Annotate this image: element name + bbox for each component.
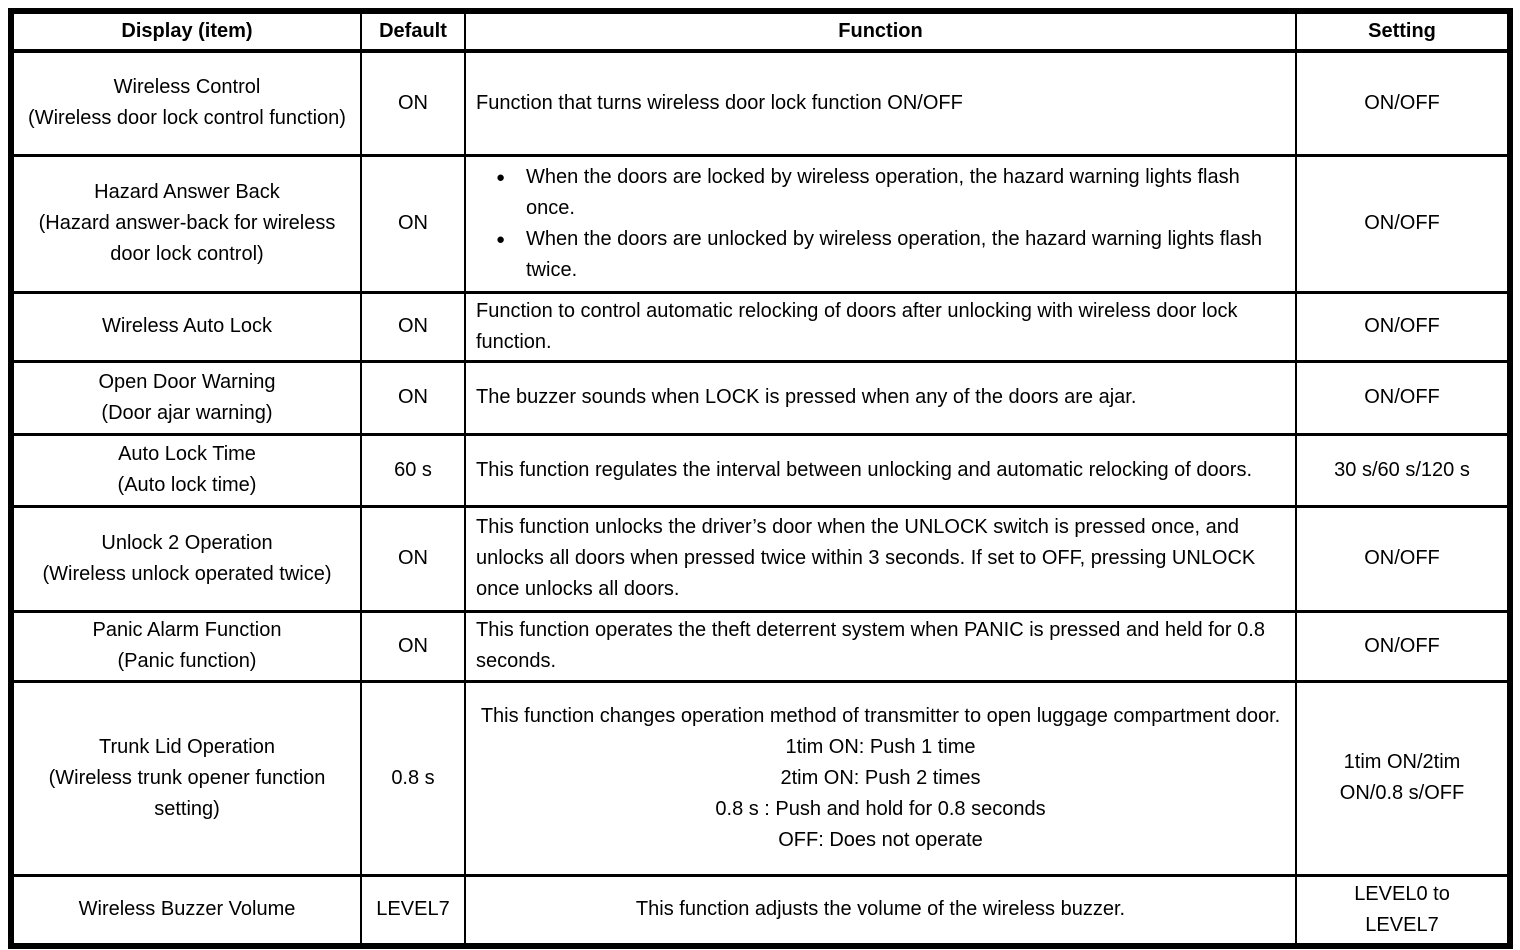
function-line: 0.8 s : Push and hold for 0.8 seconds [715, 797, 1046, 820]
setting-line: ON/OFF [1364, 547, 1440, 569]
setting-line: LEVEL0 to [1354, 882, 1450, 905]
display-item-line: Trunk Lid Operation [98, 735, 275, 758]
display-item-cell: Unlock 2 Operation (Wireless unlock opera… [10, 504, 362, 613]
setting-cell: ON/OFF [1295, 504, 1511, 613]
setting-line: LEVEL7 [1365, 913, 1439, 936]
function-line: 2tim ON: Push 2 times [780, 766, 981, 789]
display-item-line: Auto Lock Time [118, 443, 256, 465]
setting-line: ON/OFF [1364, 212, 1440, 234]
default-value-cell: ON [360, 290, 466, 363]
table-row: Wireless Control (Wireless door lock cont… [10, 49, 1511, 157]
setting-line: 1tim ON/2tim [1343, 751, 1461, 773]
function-cell: Function to control automatic relocking … [464, 290, 1297, 363]
setting-cell: ON/OFF [1295, 153, 1511, 294]
function-text: The buzzer sounds when LOCK is pressed w… [476, 386, 1137, 408]
header-function: Function [464, 9, 1297, 53]
display-item-cell: Wireless Buzzer Volume [10, 873, 362, 947]
function-cell: Function that turns wireless door lock f… [464, 49, 1297, 157]
wireless-settings-table: Display (item) Default Function Setting … [8, 8, 1513, 949]
setting-cell: ON/OFF [1295, 290, 1511, 363]
default-value-cell: LEVEL7 [360, 873, 466, 947]
setting-line: ON/OFF [1364, 91, 1440, 114]
function-line: This function changes operation method o… [480, 704, 1281, 727]
display-item-line: Wireless Buzzer Volume [78, 898, 296, 920]
function-text: Function that turns wireless door lock f… [476, 91, 963, 114]
setting-cell: 30 s/60 s/120 s [1295, 432, 1511, 508]
bullet-icon: ● [496, 230, 506, 248]
setting-cell: ON/OFF [1295, 609, 1511, 683]
display-item-line: Open Door Warning [98, 370, 276, 393]
display-item-line: (Wireless trunk opener function setting) [48, 766, 326, 820]
display-item-line: Hazard Answer Back [94, 181, 280, 203]
display-item-cell: Open Door Warning (Door ajar warning) [10, 359, 362, 436]
default-value-cell: 0.8 s [360, 679, 466, 877]
setting-line: ON/OFF [1364, 634, 1440, 657]
function-text: This function unlocks the driver’s door … [476, 516, 1256, 600]
function-cell: This function regulates the interval bet… [464, 432, 1297, 508]
default-value-cell: ON [360, 504, 466, 613]
function-cell: This function unlocks the driver’s door … [464, 504, 1297, 613]
function-text: This function operates the theft deterre… [476, 619, 1265, 672]
header-display-item: Display (item) [10, 9, 362, 53]
bullet-icon: ● [496, 168, 506, 186]
default-value-cell: 60 s [360, 432, 466, 508]
setting-line: 30 s/60 s/120 s [1334, 458, 1470, 481]
table-row: Unlock 2 Operation (Wireless unlock opera… [10, 504, 1511, 613]
default-value-cell: ON [360, 609, 466, 683]
function-cell: This function adjusts the volume of the … [464, 873, 1297, 947]
function-cell: The buzzer sounds when LOCK is pressed w… [464, 359, 1297, 436]
display-item-cell: Panic Alarm Function (Panic function) [10, 609, 362, 683]
bullet-list: ● When the doors are locked by wireless o… [476, 162, 1285, 286]
display-item-line: (Panic function) [117, 650, 257, 672]
bullet-text: When the doors are locked by wireless op… [526, 165, 1240, 219]
display-item-cell: Wireless Control (Wireless door lock cont… [10, 49, 362, 157]
header-row: Display (item) Default Function Setting [10, 9, 1511, 53]
setting-line: ON/0.8 s/OFF [1339, 782, 1465, 804]
display-item-line: (Door ajar warning) [101, 401, 273, 424]
display-item-cell: Hazard Answer Back (Hazard answer-back fo… [10, 153, 362, 294]
display-item-line: Wireless Control [113, 76, 261, 99]
setting-line: ON/OFF [1364, 386, 1440, 408]
setting-cell: LEVEL0 to LEVEL7 [1295, 873, 1511, 947]
display-item-line: Unlock 2 Operation [101, 531, 273, 554]
bullet-text: When the doors are unlocked by wireless … [526, 227, 1262, 281]
default-value-cell: ON [360, 49, 466, 157]
default-value-cell: ON [360, 359, 466, 436]
function-text: This function regulates the interval bet… [476, 458, 1253, 481]
function-line: 1tim ON: Push 1 time [785, 735, 976, 758]
display-item-cell: Wireless Auto Lock [10, 290, 362, 363]
header-default: Default [360, 9, 466, 53]
display-item-line: (Hazard answer-back for wireless door lo… [38, 212, 336, 265]
setting-line: ON/OFF [1364, 315, 1440, 337]
display-item-line: Panic Alarm Function [92, 619, 282, 641]
function-cell: This function changes operation method o… [464, 679, 1297, 877]
bullet-item: ● When the doors are unlocked by wireless… [496, 224, 1285, 286]
table-row: Open Door Warning (Door ajar warning) ON Th… [10, 359, 1511, 436]
function-text: This function adjusts the volume of the … [635, 898, 1126, 920]
table-row: Auto Lock Time (Auto lock time) 60 s This f… [10, 432, 1511, 508]
display-item-line: (Wireless door lock control function) [28, 107, 346, 130]
display-item-line: (Wireless unlock operated twice) [42, 562, 332, 585]
table-body: Wireless Control (Wireless door lock cont… [10, 49, 1511, 947]
function-cell: ● When the doors are locked by wireless o… [464, 153, 1297, 294]
header-setting: Setting [1295, 9, 1511, 53]
display-item-cell: Auto Lock Time (Auto lock time) [10, 432, 362, 508]
display-item-cell: Trunk Lid Operation (Wireless trunk opene… [10, 679, 362, 877]
setting-cell: ON/OFF [1295, 359, 1511, 436]
setting-cell: ON/OFF [1295, 49, 1511, 157]
function-line: OFF: Does not operate [778, 828, 983, 851]
bullet-item: ● When the doors are locked by wireless o… [496, 162, 1285, 224]
display-item-line: (Auto lock time) [117, 474, 257, 496]
display-item-line: Wireless Auto Lock [101, 315, 273, 337]
function-text: Function to control automatic relocking … [476, 299, 1238, 353]
table-row: Trunk Lid Operation (Wireless trunk opene… [10, 679, 1511, 877]
table-row: Hazard Answer Back (Hazard answer-back fo… [10, 153, 1511, 294]
function-cell: This function operates the theft deterre… [464, 609, 1297, 683]
default-value-cell: ON [360, 153, 466, 294]
